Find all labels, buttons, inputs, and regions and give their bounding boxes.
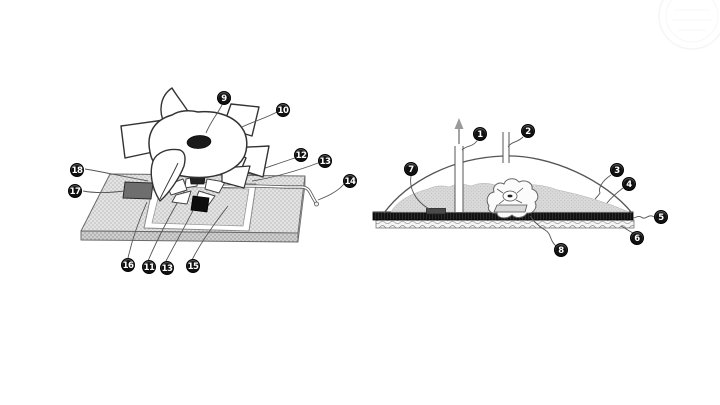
callout-12: 12 — [294, 148, 308, 162]
figure-right-mound-section — [372, 118, 655, 247]
callout-11: 11 — [142, 260, 156, 274]
outlet-tube — [209, 184, 319, 207]
callout-13-base: 13 — [160, 261, 174, 275]
vent-pipe — [454, 118, 464, 212]
callout-17: 17 — [68, 184, 82, 198]
callout-15: 15 — [186, 259, 200, 273]
petal-front-fold — [159, 162, 179, 200]
figure-left-flower-device — [80, 87, 345, 262]
flower-head — [120, 87, 270, 202]
callout-4: 4 — [622, 177, 636, 191]
callout-3: 3 — [610, 163, 624, 177]
sensor-strip — [426, 208, 446, 215]
black-block — [190, 195, 210, 213]
callout-9: 9 — [217, 91, 231, 105]
petal-front — [150, 148, 186, 202]
buried-device-cloud — [486, 178, 539, 219]
leader-lines-top — [205, 104, 278, 134]
callout-13-tube: 13 — [318, 154, 332, 168]
watermark-seal — [658, 0, 720, 50]
callout-18: 18 — [70, 163, 84, 177]
callout-8: 8 — [554, 243, 568, 257]
inlet-pipe — [502, 132, 510, 163]
callout-16: 16 — [121, 258, 135, 272]
callout-6: 6 — [630, 231, 644, 245]
mini-flower — [496, 187, 524, 205]
drainage-layer — [375, 219, 635, 229]
callout-10: 10 — [276, 103, 290, 117]
callout-2: 2 — [521, 124, 535, 138]
callout-5: 5 — [654, 210, 668, 224]
leader-lines-right — [410, 136, 655, 247]
callout-7: 7 — [404, 162, 418, 176]
gas-arrow-icon — [454, 118, 464, 144]
mini-platform — [493, 204, 528, 213]
callout-14: 14 — [343, 174, 357, 188]
callout-1: 1 — [473, 127, 487, 141]
center-opening — [186, 135, 212, 149]
